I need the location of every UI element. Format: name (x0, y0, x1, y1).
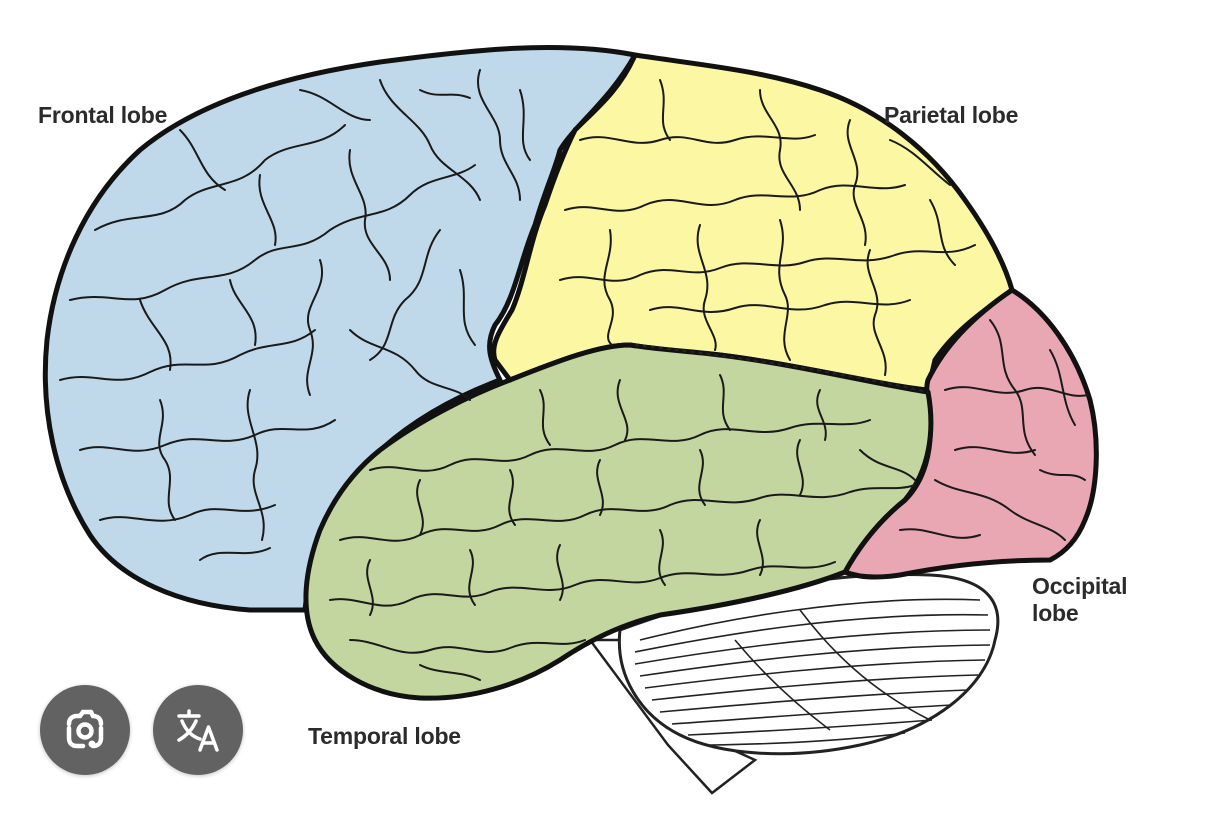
temporal-sulci (329, 374, 916, 681)
parietal-lobe-label: Parietal lobe (884, 102, 1019, 128)
frontal-sulci (59, 69, 531, 561)
occipital-label-line1: Occipital (1032, 573, 1128, 599)
occipital-sulci (899, 319, 1089, 541)
lens-search-button[interactable] (40, 685, 130, 775)
frontal-lobe (42, 44, 638, 613)
parietal-sulci (559, 79, 976, 376)
occipital-label-line2: lobe (1032, 600, 1079, 626)
occipital-lobe-label: Occipital lobe (1032, 573, 1162, 627)
frontal-lobe-label: Frontal lobe (38, 102, 168, 128)
translate-icon (177, 709, 219, 752)
translate-button[interactable] (153, 685, 243, 775)
cerebellum (617, 572, 1000, 756)
temporal-lobe-label: Temporal lobe (308, 723, 461, 749)
lens-camera-icon (66, 709, 104, 749)
